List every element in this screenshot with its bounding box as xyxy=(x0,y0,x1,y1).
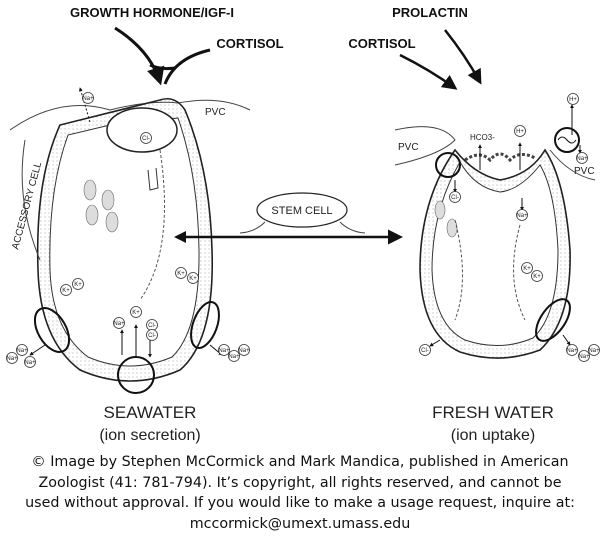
ion-label: Na+ xyxy=(16,348,28,354)
caption-line: © Image by Stephen McCormick and Mark Ma… xyxy=(31,454,569,470)
pvc-label-left: PVC xyxy=(205,107,226,118)
caption-line: Zoologist (41: 781-794). It’s copyright,… xyxy=(38,474,562,491)
ion-label: K+ xyxy=(523,266,531,272)
arrowhead-left xyxy=(174,231,186,243)
freshwater-chloride-cell: PVC PVC HCO3- xyxy=(394,104,596,359)
ion-k: K+ xyxy=(531,270,543,282)
hco3-label: HCO3- xyxy=(470,133,495,142)
ion-label: Na+ xyxy=(218,348,230,354)
ion-cl: Cl- xyxy=(140,132,152,144)
ion-label: K+ xyxy=(189,276,197,282)
ion-na: Na+ xyxy=(578,350,590,362)
ion-label: K+ xyxy=(74,282,82,288)
ion-label: H+ xyxy=(569,97,577,103)
stem-cell: STEM CELL xyxy=(239,192,366,234)
ion-label: Na+ xyxy=(576,156,588,162)
stem-cell-label: STEM CELL xyxy=(271,205,332,217)
seawater-subtitle: (ion secretion) xyxy=(99,427,200,444)
ion-na: Na+ xyxy=(566,344,578,356)
ion-na: Na+ xyxy=(113,317,125,329)
ion-cl: Cl- xyxy=(146,329,158,341)
ion-na: Na+ xyxy=(24,356,36,368)
ion-na: Na+ xyxy=(238,344,250,356)
hormone-arrows-left xyxy=(114,26,211,86)
ion-h: H+ xyxy=(567,93,579,105)
ion-label: Na+ xyxy=(516,213,528,219)
caption-line: mccormick@umext.umass.edu xyxy=(189,515,411,532)
seawater-chloride-cell: PVC ACCESSORY CELL xyxy=(9,87,251,394)
ion-label: Na+ xyxy=(24,360,36,366)
seawater-title: SEAWATER xyxy=(104,403,197,422)
ion-label: K+ xyxy=(132,310,140,316)
ion-na: Na+ xyxy=(516,209,528,221)
ion-label: Na+ xyxy=(566,348,578,354)
ion-k: K+ xyxy=(72,278,84,290)
ion-na: Na+ xyxy=(588,344,600,356)
ion-label: Na+ xyxy=(6,356,18,362)
freshwater-subtitle: (ion uptake) xyxy=(451,427,536,444)
ion-label: Na+ xyxy=(228,354,240,360)
ion-k: K+ xyxy=(175,267,187,279)
hormone-growth-hormone-label: GROWTH HORMONE/IGF-I xyxy=(70,5,234,20)
pvc-label-right-top: PVC xyxy=(398,142,419,153)
ion-label: Na+ xyxy=(82,96,94,102)
ion-label: Cl- xyxy=(421,348,429,354)
pvc-label-right: PVC xyxy=(574,166,595,177)
ion-label: Na+ xyxy=(238,348,250,354)
ion-label: H+ xyxy=(516,129,524,135)
ion-na: Na+ xyxy=(576,152,588,164)
ion-label: K+ xyxy=(533,274,541,280)
ion-na: Na+ xyxy=(16,344,28,356)
ion-k: K+ xyxy=(187,272,199,284)
ion-k: K+ xyxy=(60,284,72,296)
copyright-caption: © Image by Stephen McCormick and Mark Ma… xyxy=(0,452,600,534)
hormone-prolactin-label: PROLACTIN xyxy=(392,5,468,20)
ion-na: Na+ xyxy=(218,344,230,356)
ion-label: Cl- xyxy=(148,333,156,339)
ion-label: Cl- xyxy=(451,195,459,201)
hormone-cortisol-left-label: CORTISOL xyxy=(216,36,283,51)
freshwater-title: FRESH WATER xyxy=(432,403,554,422)
ion-k: K+ xyxy=(521,262,533,274)
ion-label: Na+ xyxy=(113,321,125,327)
ion-k: K+ xyxy=(130,306,142,318)
hormone-arrows-right xyxy=(399,29,482,90)
ion-label: Na+ xyxy=(578,354,590,360)
ion-label: K+ xyxy=(62,288,70,294)
caption-line: used without approval. If you would like… xyxy=(25,495,575,511)
ion-label: Cl- xyxy=(142,136,150,142)
ion-cl: Cl- xyxy=(146,319,158,331)
ion-na: Na+ xyxy=(228,350,240,362)
ion-na: Na+ xyxy=(82,92,94,104)
ion-label: Cl- xyxy=(148,323,156,329)
ion-h: H+ xyxy=(514,125,526,137)
ion-labels: Na+Cl-K+K+K+K+Na+K+Cl-Cl-Na+Na+Na+Na+Na+… xyxy=(6,92,600,368)
ion-label: Na+ xyxy=(588,348,600,354)
ion-label: K+ xyxy=(177,271,185,277)
ion-cl: Cl- xyxy=(449,191,461,203)
ion-cl: Cl- xyxy=(419,344,431,356)
ion-na: Na+ xyxy=(6,352,18,364)
hormone-cortisol-right-label: CORTISOL xyxy=(348,36,415,51)
